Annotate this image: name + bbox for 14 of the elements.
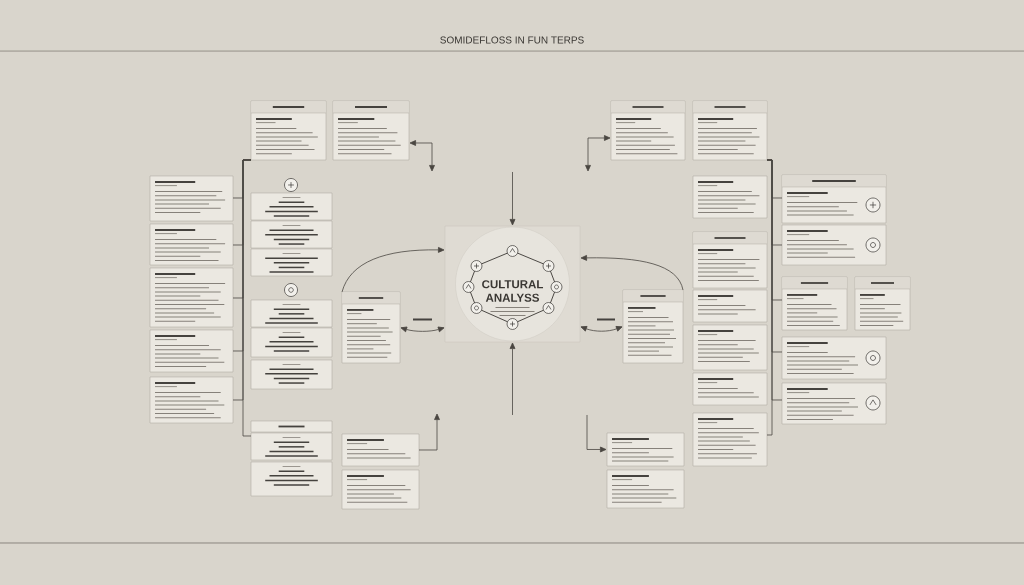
arrow: [580, 326, 623, 332]
arrow: [586, 414, 607, 453]
connector-line: [242, 159, 252, 437]
page-title: SOMIDEFLOSS IN FUN TERPS: [440, 36, 584, 44]
arrow: [585, 135, 611, 172]
connector-line: [766, 159, 773, 436]
heading-text: CULTURAL ANALYSS: [482, 280, 543, 302]
arrow: [509, 171, 516, 226]
arrow: [400, 326, 445, 333]
arrow: [580, 255, 684, 291]
arrow: [409, 140, 435, 172]
arrow: [418, 413, 440, 451]
arrow: [341, 247, 445, 293]
arrow: [509, 342, 516, 416]
